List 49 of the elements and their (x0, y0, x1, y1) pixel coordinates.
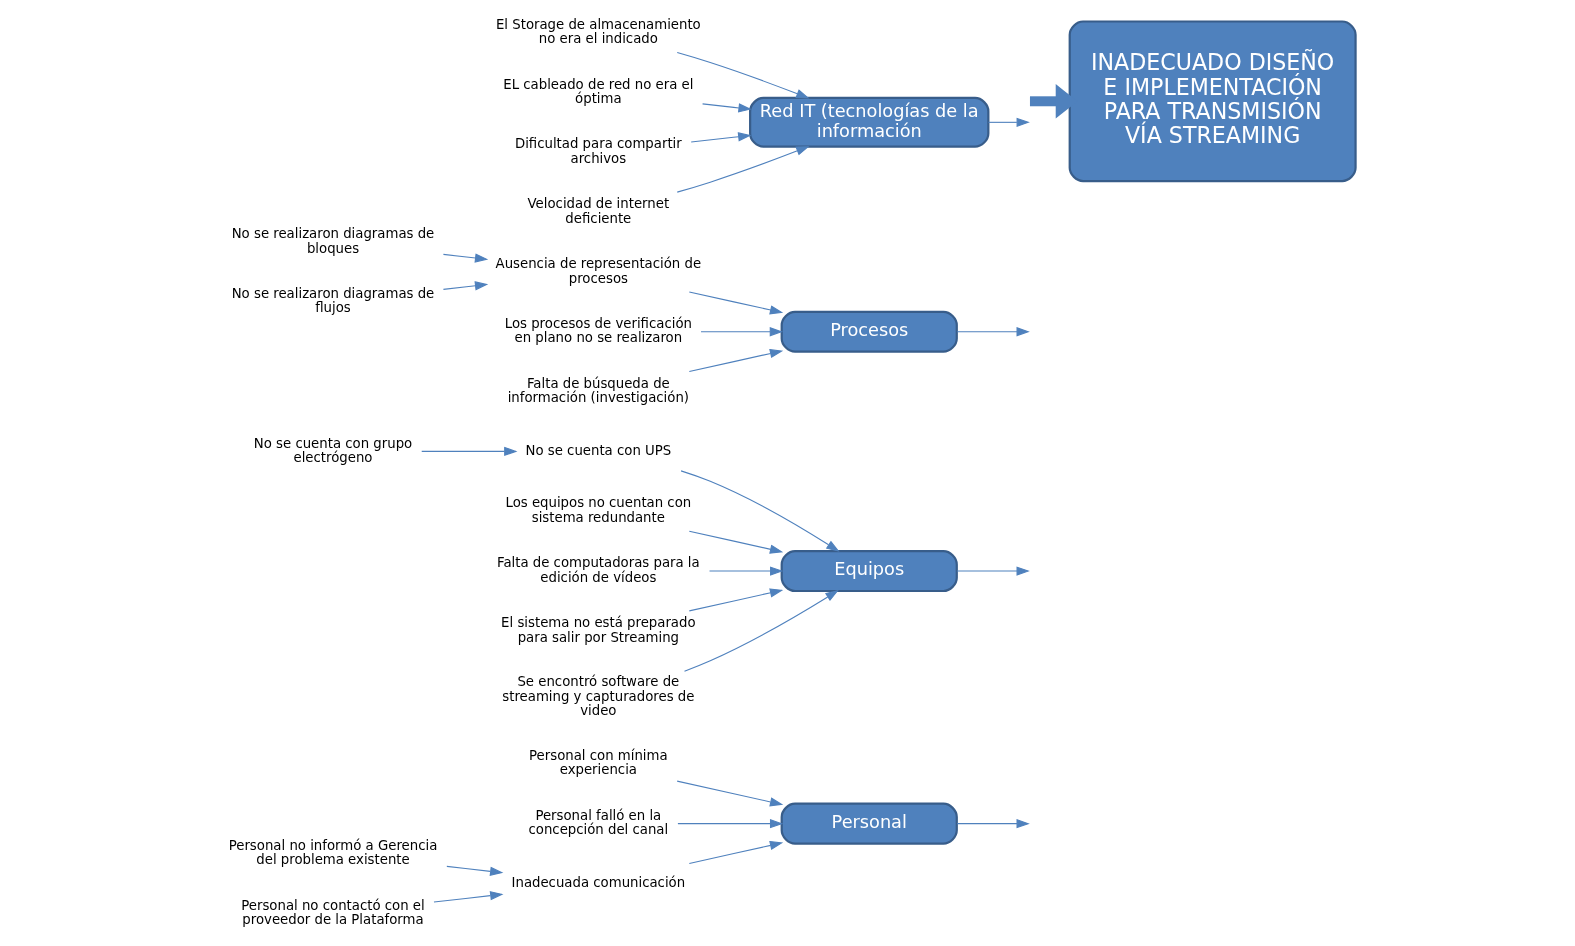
arrow (676, 52, 810, 99)
arrow (688, 291, 784, 315)
arrow (680, 470, 840, 552)
arrow (987, 117, 1030, 127)
arrow (708, 566, 784, 576)
arrow (700, 327, 784, 337)
arrow (702, 103, 752, 113)
node-text: Se encontró software de streaming y capturadores de video (502, 674, 695, 719)
arrow (683, 590, 839, 672)
arrow (688, 588, 784, 612)
node-box: Personal (780, 802, 958, 845)
node-text: No se cuenta con UPS (525, 442, 672, 458)
arrow (442, 253, 489, 263)
arrow (956, 566, 1030, 576)
node-text: Personal con mínima experiencia (529, 748, 668, 778)
node-text: Ausencia de representación de procesos (495, 256, 702, 286)
arrow (442, 281, 489, 291)
node-text: Personal falló en la concepción del canal (528, 807, 669, 838)
node-text: No se realizaron diagramas de flujos (231, 286, 435, 316)
arrow (421, 446, 518, 457)
node-text: No se realizaron diagramas de bloques (231, 226, 435, 256)
node-text: Inadecuada comunicación (511, 874, 686, 890)
arrow (956, 819, 1030, 829)
node-box: Red IT (tecnologías de la información (749, 96, 990, 148)
node-box: Procesos (780, 310, 958, 353)
node-text: Personal no contactó con el proveedor de la Plataforma (241, 897, 425, 928)
node-text: Personal no informó a Gerencia del problema existente (228, 837, 438, 868)
node-box: INADECUADO DISEÑO E IMPLEMENTACIÓN PARA TRANSMISIÓN VÍA STREAMING (1068, 20, 1357, 183)
arrow (676, 146, 810, 193)
node-text: Velocidad de internet deficiente (527, 196, 670, 226)
node-text: No se cuenta con grupo electrógeno (253, 435, 413, 466)
arrow (677, 819, 784, 829)
arrow (676, 780, 784, 807)
arrow (688, 530, 784, 554)
arrow (688, 349, 784, 373)
node-text: EL cableado de red no era el óptima (503, 76, 694, 107)
node-text: Los procesos de verificación en plano no se realizaron (504, 315, 692, 346)
arrow (688, 840, 784, 865)
node-text: Los equipos no cuentan con sistema redundante (505, 495, 692, 525)
node-box: Equipos (780, 550, 958, 593)
arrow (433, 891, 504, 903)
node-text: El sistema no está preparado para salir por Streaming (501, 615, 696, 645)
arrow (690, 132, 752, 143)
arrow (446, 865, 504, 876)
arrow (956, 327, 1030, 337)
node-text: El Storage de almacenamiento no era el indicado (495, 16, 701, 47)
node-text: Dificultad para compartir archivos (514, 136, 682, 166)
node-text: Falta de computadoras para la edición de vídeos (496, 555, 700, 585)
node-text: Falta de búsqueda de información (investigación) (507, 375, 690, 406)
